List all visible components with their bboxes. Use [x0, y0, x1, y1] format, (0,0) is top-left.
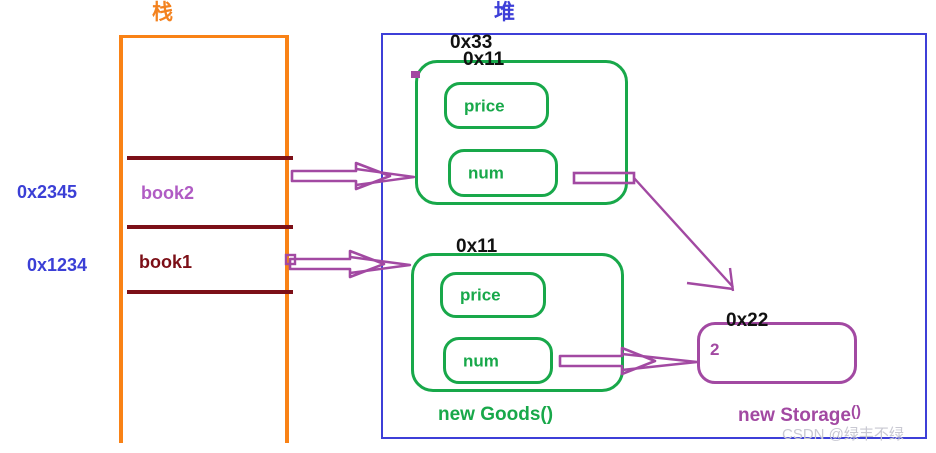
stack-title: 栈: [152, 1, 173, 24]
heap-object-goods-top: [415, 60, 628, 205]
stack-address-book1: 0x1234: [27, 255, 88, 275]
field-label-num-top: num: [468, 163, 504, 183]
field-box-price-bottom: price: [440, 272, 546, 318]
caption-new-goods: new Goods(): [438, 405, 553, 424]
stack-divider-top: [127, 156, 293, 160]
stack-frame: [119, 35, 289, 443]
stack-address-book2: 0x2345: [17, 182, 78, 202]
heap-address-0x11-top: 0x11: [463, 49, 505, 70]
storage-value: 2: [710, 340, 720, 359]
caption-new-storage-text: new Storage: [738, 405, 851, 426]
field-label-num-bottom: num: [463, 351, 499, 370]
csdn-watermark: CSDN @绿丰不绿: [782, 426, 904, 443]
field-box-num-bottom: num: [443, 337, 553, 384]
caption-new-storage: new Storage(): [738, 404, 861, 425]
heap-object-storage: [697, 322, 857, 384]
heap-title: 堆: [494, 1, 515, 24]
heap-address-0x11-bottom: 0x11: [456, 236, 498, 257]
heap-address-0x33: 0x33: [450, 32, 493, 53]
field-box-price-top: price: [444, 82, 549, 129]
heap-address-0x22: 0x22: [726, 310, 769, 331]
field-label-price-bottom: price: [460, 285, 501, 305]
field-label-price-top: price: [464, 96, 505, 115]
heap-frame: [381, 33, 927, 439]
stack-divider-middle: [127, 225, 293, 229]
stack-slot-book2: book2: [141, 183, 195, 203]
caption-new-storage-parens: (): [850, 403, 861, 420]
caption-new-goods-text: new Goods: [438, 404, 541, 425]
stack-slot-book1: book1: [139, 252, 193, 272]
stack-divider-bottom: [127, 290, 293, 294]
caption-new-goods-parens: (): [540, 404, 554, 425]
field-box-num-top: num: [448, 149, 558, 197]
heap-object-goods-bottom: [411, 253, 624, 392]
